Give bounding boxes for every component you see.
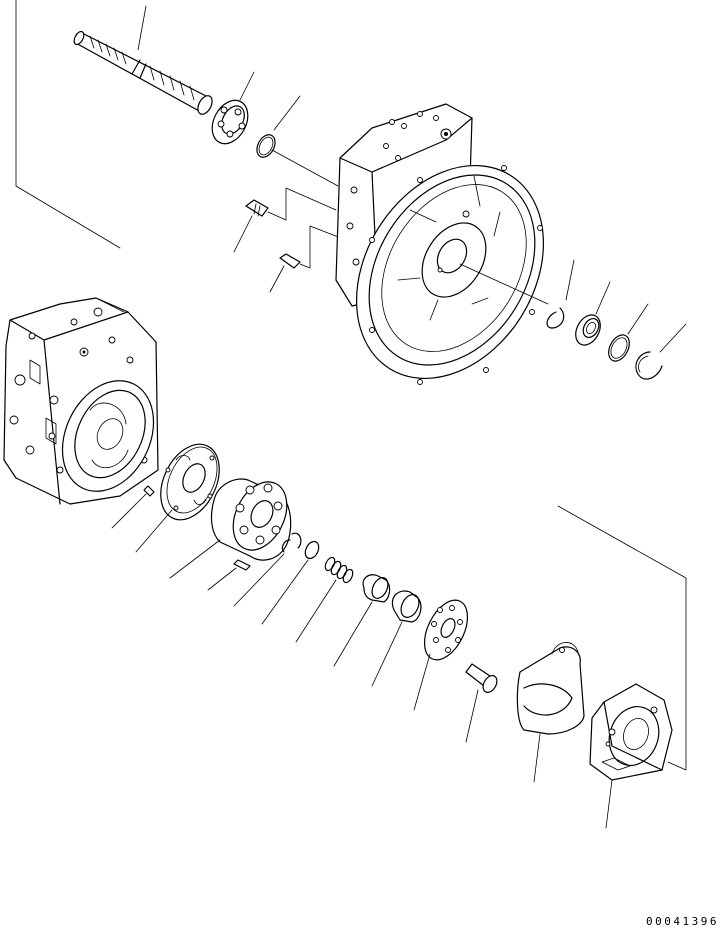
leader-washer-lower xyxy=(261,559,309,625)
leader-spherical-bushing xyxy=(371,621,403,687)
drawing-code: 00041396 xyxy=(646,915,719,928)
leader-bearing-upper xyxy=(239,71,255,101)
snap-ring-a xyxy=(546,307,565,329)
snap-ring-lower xyxy=(281,532,302,553)
leader-spring xyxy=(295,579,337,643)
leader-pin-to-case xyxy=(299,225,347,269)
spring xyxy=(324,556,354,584)
leader-snap-ring-upper xyxy=(273,95,301,131)
spherical-bushing xyxy=(391,590,422,623)
leader-snap-ring-b xyxy=(659,323,687,353)
snap-ring-b xyxy=(635,351,663,380)
leader-snap-ring-to-case xyxy=(271,149,339,187)
snap-ring-upper xyxy=(256,134,276,158)
end-cover xyxy=(589,683,673,781)
bearing-right xyxy=(575,314,601,346)
valve-plate xyxy=(160,443,220,521)
leader-plug-to-case xyxy=(267,187,337,221)
reference-bracket-right xyxy=(557,505,687,771)
leader-snap-ring-a xyxy=(565,259,575,301)
leader-retainer-plate xyxy=(413,653,431,711)
plug xyxy=(245,199,269,217)
spring-seat xyxy=(362,574,391,603)
leader-dowel-pin-upper xyxy=(269,265,285,293)
bearing-upper xyxy=(211,99,249,145)
leader-hub-to-rings xyxy=(459,263,549,305)
main-case-with-flange xyxy=(335,103,545,385)
leader-spring-seat xyxy=(333,601,373,667)
retainer-plate xyxy=(423,599,469,661)
swash-plate xyxy=(516,642,585,735)
rear-case xyxy=(3,297,159,505)
drive-shaft xyxy=(73,30,213,115)
leader-bearing-right xyxy=(595,281,611,315)
pin-lower xyxy=(233,559,251,571)
leader-plug xyxy=(233,215,253,253)
leader-valve-plate xyxy=(135,509,173,553)
leader-pin-lower xyxy=(207,567,237,591)
washer-lower xyxy=(304,540,320,560)
leader-cylinder-block xyxy=(169,539,221,579)
leader-piston xyxy=(465,689,479,743)
cylinder-block xyxy=(210,478,292,561)
piston xyxy=(465,663,498,693)
leader-drive-shaft xyxy=(137,5,147,51)
leader-dowel-pin-lower xyxy=(111,493,147,529)
dowel-pin-upper xyxy=(279,253,301,269)
leader-o-ring-right xyxy=(627,303,649,335)
dowel-pin-lower xyxy=(143,485,155,497)
reference-bracket-top-left xyxy=(15,0,121,249)
o-ring-right xyxy=(608,334,630,362)
leader-snap-ring-lower xyxy=(233,553,285,607)
leader-swash-plate xyxy=(533,733,541,783)
leader-end-cover xyxy=(605,779,613,829)
